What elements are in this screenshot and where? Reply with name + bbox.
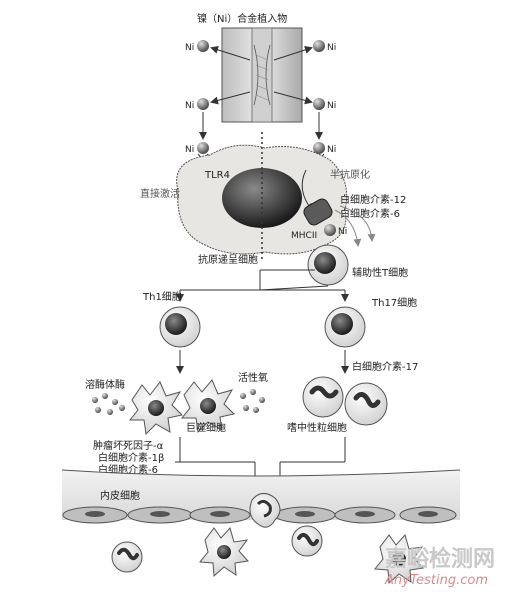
- tnf-label: 肿瘤坏死因子-α: [93, 439, 164, 452]
- th1-cell: [159, 306, 201, 348]
- ni-ion-bottom-right: Ni: [313, 98, 336, 111]
- tlr4-label: TLR4: [204, 170, 230, 181]
- svg-text:Ni: Ni: [338, 227, 347, 237]
- endothelial-cells: [62, 506, 457, 524]
- svg-text:MHCII: MHCII: [291, 231, 317, 241]
- svg-text:Ni: Ni: [185, 43, 194, 53]
- il1b-label: 白细胞介素-1β: [98, 451, 164, 464]
- lysozyme-label: 溶酶体酶: [85, 378, 125, 391]
- hapten-label: 半抗原化: [330, 168, 370, 181]
- lysozyme-granules: [92, 393, 125, 415]
- ros-label: 活性氧: [238, 371, 268, 384]
- transmigrating-cell: [249, 493, 281, 528]
- il12-label: 白细胞介素-12: [340, 193, 406, 206]
- nickel-implant: [221, 27, 303, 123]
- release-arrows: [199, 45, 323, 140]
- neutrophil-right: [344, 382, 388, 426]
- il6-label: 白细胞介素-6: [340, 207, 400, 220]
- apc-label: 抗原递呈细胞: [198, 253, 258, 266]
- blood-macrophage-right: [374, 533, 424, 585]
- blood-macrophage: [199, 526, 249, 578]
- branch-arrows: [176, 269, 349, 302]
- svg-text:Ni: Ni: [327, 101, 336, 111]
- il17-label: 白细胞介素-17: [352, 360, 418, 373]
- direct-activation-label: 直接激活: [140, 187, 180, 200]
- cytokine-arrows: [334, 205, 376, 247]
- svg-text:Ni: Ni: [185, 145, 194, 155]
- ni-ion-top-left: Ni: [185, 40, 209, 53]
- ni-ion-top-right: Ni: [313, 40, 336, 53]
- svg-text:Ni: Ni: [185, 101, 194, 111]
- neutrophil-label: 嗜中性粒细胞: [287, 421, 347, 434]
- macrophage-right: [180, 379, 236, 434]
- macrophage-left: [128, 381, 184, 436]
- svg-text:Ni: Ni: [327, 43, 336, 53]
- macrophage-label: 巨噬细胞: [186, 421, 226, 434]
- implant-title: 镍（Ni）合金植入物: [197, 12, 287, 25]
- watermark-cn: 嘉峪检测网: [385, 546, 495, 572]
- helper-t-label: 辅助性T细胞: [352, 266, 408, 279]
- endothelium-label: 内皮细胞: [100, 489, 140, 502]
- antigen-presenting-cell: [176, 132, 348, 262]
- th17-cell: [324, 306, 366, 348]
- helper-t-cell: [307, 244, 349, 286]
- th17-label: Th17细胞: [371, 296, 417, 309]
- svg-text:Ni: Ni: [327, 145, 336, 155]
- th1-label: Th1细胞: [142, 290, 182, 303]
- ni-ion-bottom-left: Ni: [185, 98, 209, 111]
- ros-granules: [240, 389, 265, 413]
- blood-neutrophil-left: [111, 541, 143, 573]
- blood-neutrophil-middle: [291, 525, 323, 557]
- neutrophil-left: [302, 376, 344, 418]
- watermark-en: AnyTesting.com: [384, 573, 488, 588]
- mhcii-complex: MHCII Ni: [291, 198, 347, 241]
